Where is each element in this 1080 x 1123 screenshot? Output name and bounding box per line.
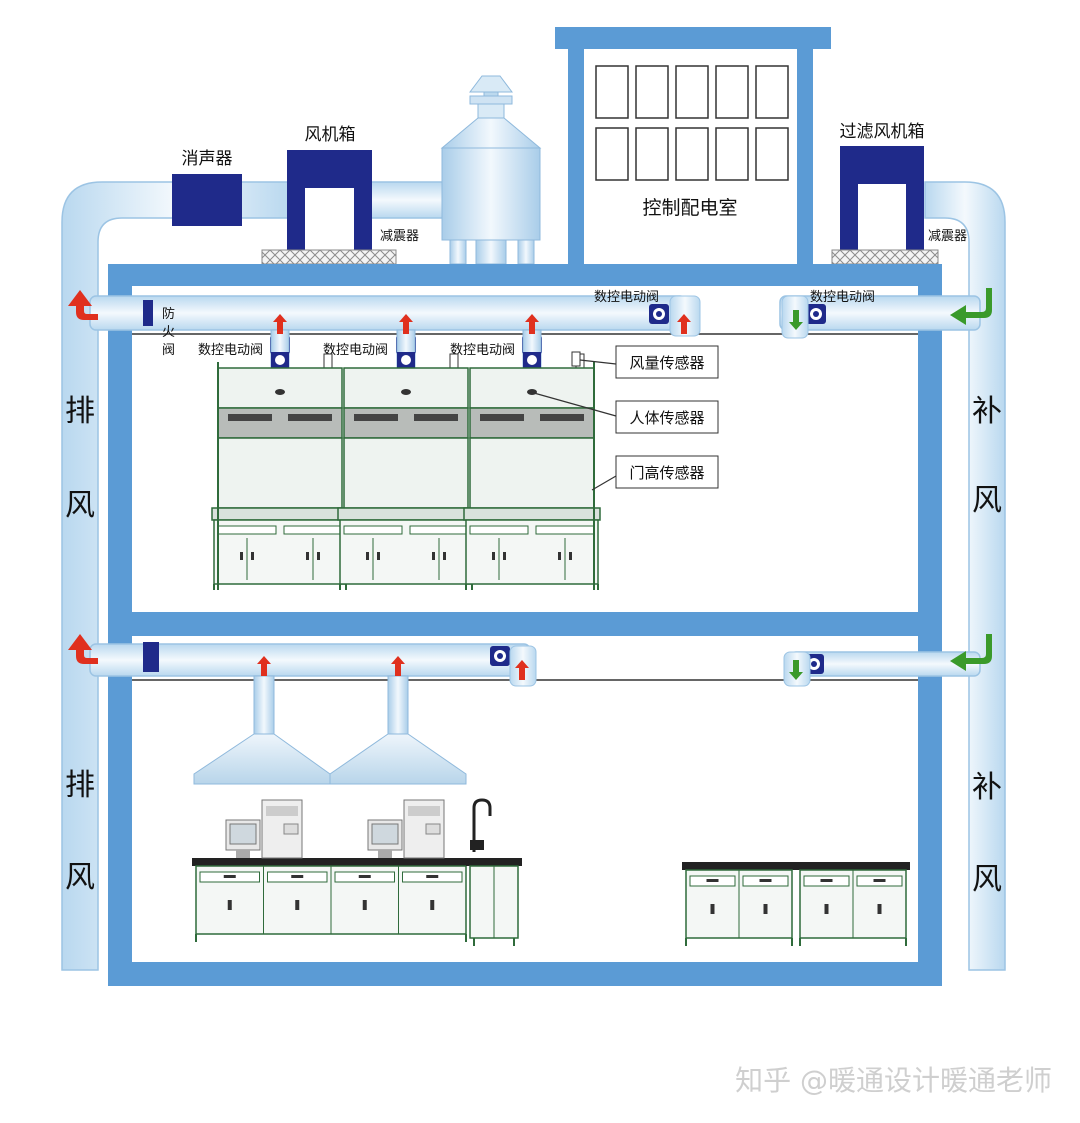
exhaust-arrow-hood-1	[273, 314, 287, 334]
cnc-valve-label-1: 数控电动阀	[198, 343, 263, 358]
canopy-hood-2	[329, 675, 467, 785]
exhaust-elbow-arrow-upper	[68, 290, 98, 320]
fume-hood-1	[211, 329, 349, 590]
control-room-window	[595, 127, 629, 181]
silencer-label: 消声器	[182, 149, 233, 169]
lab-bench-left	[192, 799, 470, 942]
body-sensor-label: 人体传感器	[629, 409, 704, 427]
exhaust-arrow-hood-3	[525, 314, 539, 334]
exhaust-arrow-canopy-1	[257, 656, 271, 676]
cnc-valve-label-3: 数控电动阀	[450, 343, 515, 358]
exhaust-label-lower-1: 排	[65, 768, 95, 803]
scrubber-tower	[440, 75, 542, 265]
vibration-damper-left	[261, 249, 397, 265]
fan-box	[287, 150, 372, 252]
airflow-sensor-label: 风量传感器	[629, 354, 704, 372]
exhaust-arrow-main-upper	[677, 314, 691, 334]
exhaust-arrow-canopy-2	[391, 656, 405, 676]
control-room-window	[635, 127, 669, 181]
airflow-sensor-tag	[615, 345, 719, 379]
door-height-sensor-tag	[615, 455, 719, 489]
cnc-valve-label-4: 数控电动阀	[594, 290, 659, 305]
fire-damper-char-2: 火	[162, 325, 175, 340]
control-room-window	[755, 127, 789, 181]
control-room-window	[755, 65, 789, 119]
sink-faucet	[472, 798, 492, 852]
damper-left-label: 减震器	[380, 229, 419, 244]
fire-damper-lower	[143, 642, 159, 672]
lab-bench-right-1	[682, 862, 796, 946]
cnc-valve-label-5: 数控电动阀	[810, 290, 875, 305]
damper-right-label: 减震器	[928, 229, 967, 244]
supply-label-upper-1: 补	[972, 394, 1002, 429]
fire-damper-upper	[143, 300, 153, 326]
control-room-building	[555, 27, 831, 265]
cnc-valve-lower-main	[490, 646, 510, 666]
fire-damper-char-1: 防	[162, 306, 175, 322]
filter-fan-box-label: 过滤风机箱	[840, 122, 925, 142]
supply-elbow-arrow-upper	[950, 288, 992, 325]
supply-label-lower-1: 补	[972, 770, 1002, 805]
exhaust-label-upper-2: 风	[65, 488, 95, 523]
control-room-window	[675, 127, 709, 181]
fire-damper-char-3: 阀	[162, 343, 175, 358]
sink-cabinet	[466, 858, 522, 946]
supply-label-lower-2: 风	[972, 862, 1002, 897]
control-room-window	[715, 127, 749, 181]
exhaust-elbow-arrow-lower	[68, 634, 98, 664]
canopy-hood-1	[193, 675, 331, 785]
filter-fan-box	[840, 146, 924, 250]
fire-damper-label: 防 火 阀	[162, 306, 179, 358]
supply-elbow-arrow-lower	[950, 634, 992, 671]
exhaust-arrow-main-lower	[515, 660, 529, 680]
exhaust-label-upper-1: 排	[65, 394, 95, 429]
control-room-window	[595, 65, 629, 119]
lab-instrument	[367, 799, 445, 859]
cnc-valve-upper-supply	[806, 304, 826, 324]
fume-hood-3	[463, 329, 601, 590]
cnc-valve-upper-main	[649, 304, 669, 324]
lab-bench-right-2	[796, 862, 910, 946]
vibration-damper-right	[831, 249, 939, 265]
filter-fan-box-door	[858, 184, 906, 250]
supply-label-upper-2: 风	[972, 483, 1002, 518]
exhaust-label-lower-2: 风	[65, 860, 95, 895]
exhaust-arrow-hood-2	[399, 314, 413, 334]
door-height-sensor-label: 门高传感器	[629, 464, 704, 482]
building-frame	[108, 264, 942, 986]
control-room-window	[635, 65, 669, 119]
watermark: 知乎 @暖通设计暖通老师	[735, 1064, 1052, 1097]
control-room-window	[675, 65, 709, 119]
control-room-label: 控制配电室	[642, 197, 737, 219]
body-sensor-tag	[615, 400, 719, 434]
fume-hood-2	[337, 329, 475, 590]
control-room-window	[715, 65, 749, 119]
airflow-sensor	[571, 351, 581, 367]
lab-instrument	[225, 799, 303, 859]
supply-riser-duct	[924, 181, 1006, 971]
silencer	[172, 174, 242, 226]
supply-arrow-lower	[789, 660, 803, 680]
cnc-valve-label-2: 数控电动阀	[323, 343, 388, 358]
supply-arrow-upper	[789, 310, 803, 330]
fan-box-label: 风机箱	[305, 125, 356, 145]
fan-box-door	[305, 188, 354, 252]
